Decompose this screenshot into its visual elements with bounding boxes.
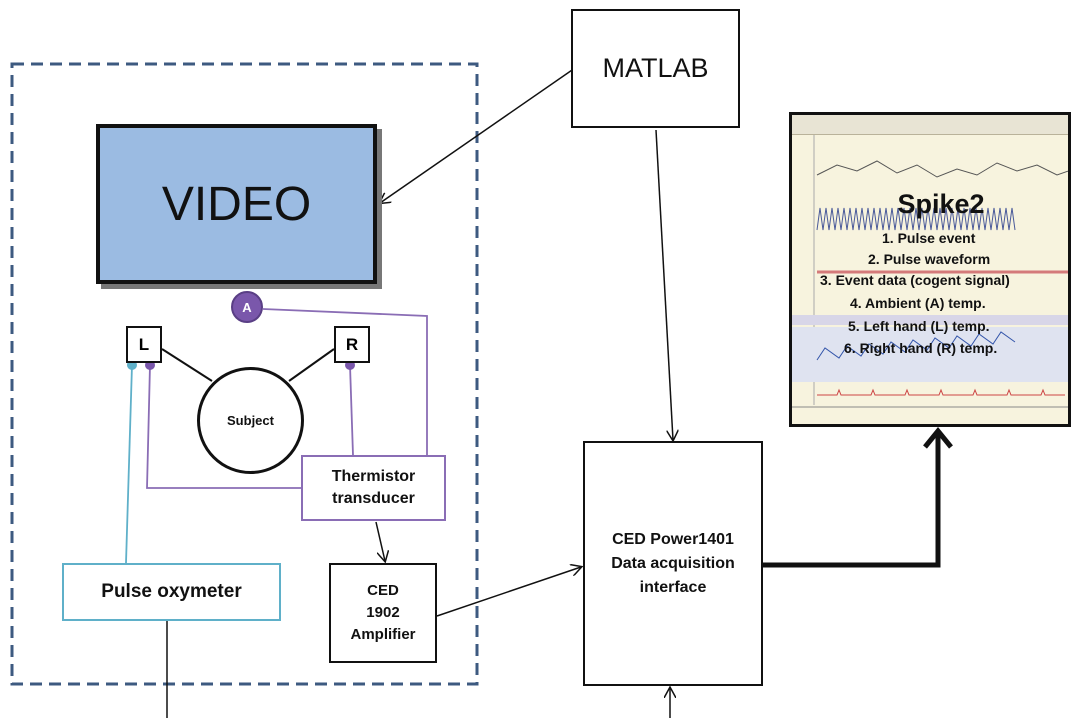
ced1401-to-spike2-arrow	[763, 433, 941, 568]
ced-power1401-node: CED Power1401 Data acquisition interface	[583, 441, 763, 686]
right-hand-sensor: R	[334, 326, 370, 363]
thermistor-transducer-node: Thermistor transducer	[301, 455, 446, 521]
experiment-enclosure	[10, 62, 479, 686]
spike2-item-5: 5. Left hand (L) temp.	[848, 318, 990, 334]
spike2-screenshot: Spike2 1. Pulse event 2. Pulse waveform …	[789, 112, 1071, 427]
oxymeter-wire	[125, 364, 133, 564]
spike2-item-1: 1. Pulse event	[882, 230, 976, 246]
ced-1902-amplifier-node: CED 1902 Amplifier	[329, 563, 437, 663]
ambient-thermistor-wire	[262, 308, 428, 455]
video-node: VIDEO	[96, 124, 377, 284]
spike2-item-4: 4. Ambient (A) temp.	[850, 295, 986, 311]
matlab-to-video-arrow	[380, 67, 576, 203]
spike2-title: Spike2	[897, 189, 985, 219]
ambient-sensor-badge: A	[231, 291, 263, 323]
pulse-oxymeter-node: Pulse oxymeter	[62, 563, 281, 621]
spike2-traces	[792, 135, 1068, 424]
right-thermistor-wire	[349, 364, 354, 456]
spike2-item-6: 6. Right hand (R) temp.	[844, 340, 998, 356]
thermistor-to-ced1902-arrow	[375, 521, 385, 561]
matlab-to-ced1401-arrow	[655, 129, 673, 440]
ced1902-to-ced1401-arrow	[436, 567, 581, 617]
left-thermistor-wire	[146, 364, 301, 489]
left-hand-sensor: L	[126, 326, 162, 363]
spike2-toolbar	[792, 115, 1068, 135]
spike2-item-3: 3. Event data (cogent signal)	[820, 272, 1010, 288]
spike2-item-2: 2. Pulse waveform	[868, 251, 991, 267]
matlab-node: MATLAB	[571, 9, 740, 128]
subject-node: Subject	[197, 367, 304, 474]
